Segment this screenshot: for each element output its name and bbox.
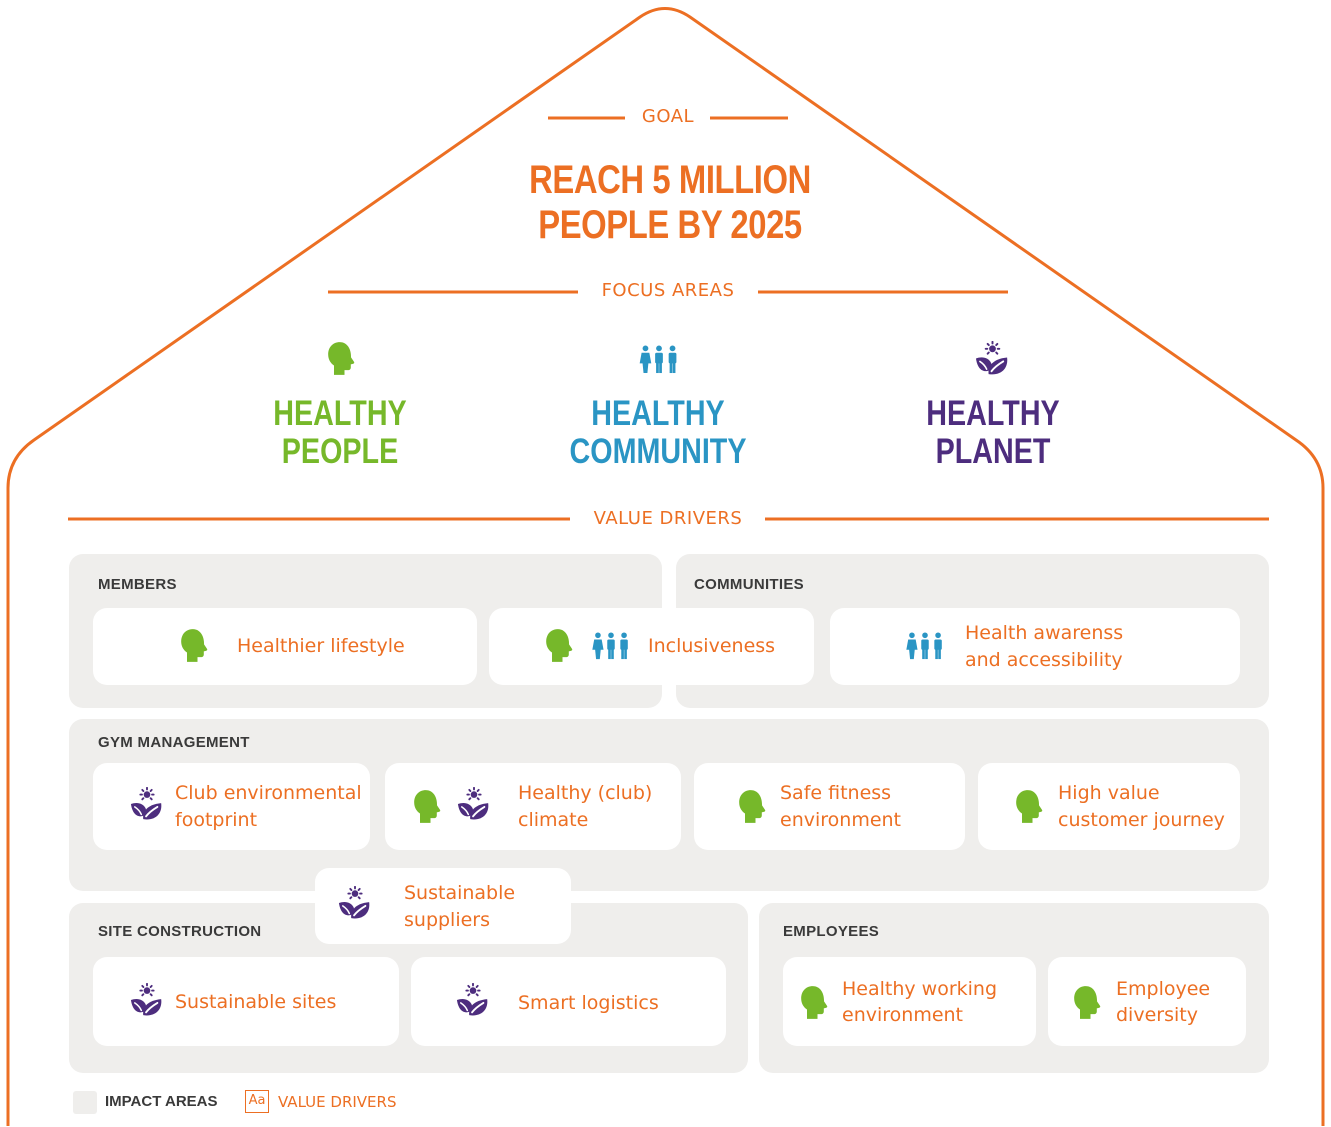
sustainable-sites-text: Sustainable sites (175, 991, 337, 1013)
sustainable-suppliers-card: Sustainable suppliers (315, 868, 571, 944)
leaf-sun-icon (456, 983, 490, 1019)
employees-label: EMPLOYEES (783, 923, 880, 940)
focus-planet-line2: PLANET (935, 432, 1051, 471)
focus-community-people-icon (639, 345, 679, 374)
focus-people-line2: PEOPLE (281, 432, 399, 471)
goal-title-line1: REACH 5 MILLION (529, 158, 811, 202)
high-value-line2: customer journey (1058, 809, 1225, 831)
high-value-line1: High value (1058, 782, 1160, 804)
healthy-climate-line1: Healthy (club) (518, 782, 653, 804)
head-icon (1015, 789, 1043, 824)
focus-community-line1: HEALTHY (591, 394, 725, 433)
healthy-working-line1: Healthy working (842, 978, 998, 1000)
inclusiveness-card: Inclusiveness (489, 608, 814, 685)
employee-diversity-line2: diversity (1116, 1004, 1198, 1026)
sustainable-suppliers-line2: suppliers (404, 909, 491, 931)
club-footprint-card: Club environmental footprint (93, 763, 370, 850)
gym-management-label: GYM MANAGEMENT (98, 734, 250, 751)
club-footprint-line1: Club environmental (175, 782, 362, 804)
people-icon (592, 632, 630, 660)
healthy-climate-line2: climate (518, 809, 589, 831)
health-awareness-line1: Health awarenss (965, 622, 1124, 644)
focus-planet-line1: HEALTHY (926, 394, 1060, 433)
site-construction-label: SITE CONSTRUCTION (98, 923, 262, 940)
head-icon (738, 789, 766, 824)
focus-areas-label: FOCUS AREAS (601, 280, 735, 301)
smart-logistics-text: Smart logistics (518, 992, 659, 1014)
healthy-climate-card: Healthy (club) climate (385, 763, 681, 850)
focus-people-line1: HEALTHY (273, 394, 407, 433)
smart-logistics-card: Smart logistics (411, 957, 726, 1046)
health-awareness-card: Health awarenss and accessibility (830, 608, 1240, 685)
safe-fitness-card: Safe fitness environment (694, 763, 965, 850)
healthier-lifestyle-card: Healthier lifestyle (93, 608, 477, 685)
legend-impact-label: IMPACT AREAS (105, 1093, 218, 1110)
head-icon (545, 628, 573, 663)
head-icon (1073, 985, 1101, 1020)
people-icon (906, 632, 944, 660)
leaf-sun-icon (338, 886, 372, 922)
head-icon (180, 628, 208, 663)
safe-fitness-line1: Safe fitness (780, 782, 892, 804)
communities-label: COMMUNITIES (694, 576, 804, 593)
legend-impact-swatch (73, 1091, 97, 1114)
focus-community-line2: COMMUNITY (569, 432, 747, 471)
leaf-sun-icon (130, 983, 164, 1019)
inclusiveness-text: Inclusiveness (648, 635, 776, 657)
safe-fitness-line2: environment (780, 809, 902, 831)
value-drivers-label: VALUE DRIVERS (593, 508, 743, 529)
sustainable-sites-card: Sustainable sites (93, 957, 399, 1046)
legend-value-label: VALUE DRIVERS (278, 1093, 397, 1111)
healthy-working-card: Healthy working environment (783, 957, 1036, 1046)
focus-planet-leaf-sun-icon (975, 341, 1010, 378)
members-label: MEMBERS (98, 576, 177, 593)
leaf-sun-icon (130, 787, 164, 823)
legend-value-swatch: Aa (245, 1090, 269, 1113)
goal-title-line2: PEOPLE BY 2025 (538, 203, 802, 247)
high-value-card: High value customer journey (978, 763, 1240, 850)
head-icon (413, 789, 441, 824)
employee-diversity-line1: Employee (1116, 978, 1211, 1000)
sustainable-suppliers-line1: Sustainable (404, 882, 516, 904)
health-awareness-line2: and accessibility (965, 649, 1123, 671)
focus-people-head-icon (327, 341, 355, 376)
club-footprint-line2: footprint (175, 809, 258, 831)
goal-label: GOAL (641, 106, 695, 127)
leaf-sun-icon (457, 787, 491, 823)
employee-diversity-card: Employee diversity (1048, 957, 1246, 1046)
head-icon (800, 985, 828, 1020)
healthy-working-line2: environment (842, 1004, 964, 1026)
healthier-lifestyle-text: Healthier lifestyle (237, 635, 405, 657)
